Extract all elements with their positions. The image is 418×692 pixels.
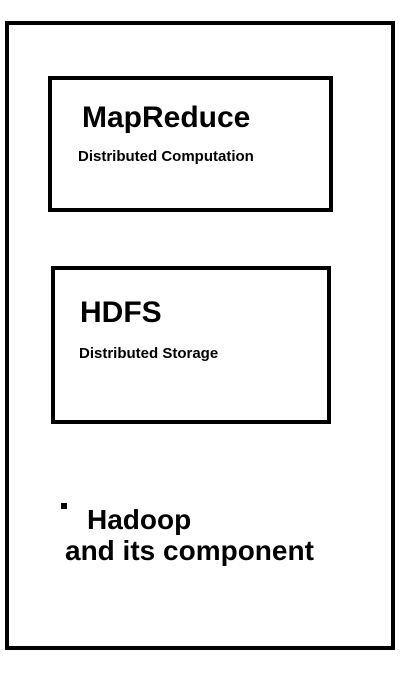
hdfs-box: HDFS Distributed Storage	[51, 266, 331, 424]
caption-bullet-dot	[61, 503, 67, 509]
hadoop-container-frame	[5, 21, 395, 650]
mapreduce-box: MapReduce Distributed Computation	[48, 76, 333, 212]
caption-line-2: and its component	[65, 535, 314, 566]
mapreduce-subtitle: Distributed Computation	[78, 148, 254, 165]
caption-line-1: Hadoop	[87, 504, 192, 535]
hdfs-subtitle: Distributed Storage	[79, 345, 219, 362]
hdfs-title: HDFS	[80, 296, 162, 329]
mapreduce-title: MapReduce	[82, 101, 251, 134]
